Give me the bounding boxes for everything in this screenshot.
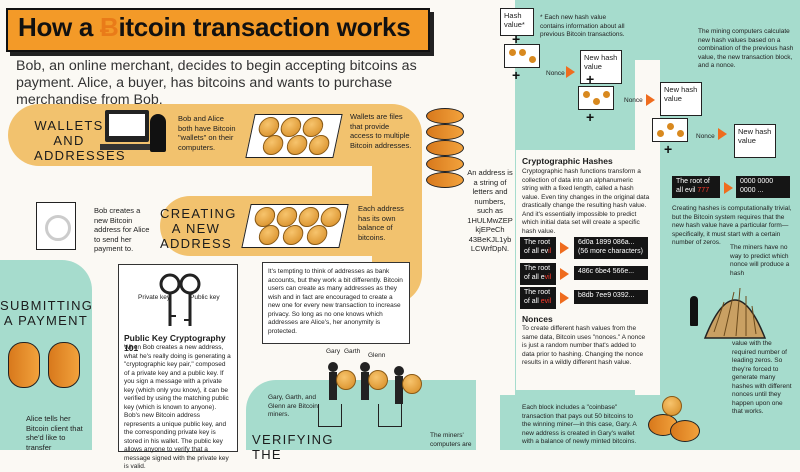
- new-hash-box-3: New hash value: [734, 124, 776, 158]
- hash-example-3-value: b8db 7ee9 0392...: [578, 292, 635, 299]
- zeros-text: Creating hashes is computationally trivi…: [672, 205, 792, 246]
- submitting-label: SUBMITTING A PAYMENT: [0, 298, 94, 328]
- plus-icon-3: +: [586, 71, 595, 87]
- zero-box-red: 777: [697, 186, 710, 194]
- hash-example-1-red: il: [548, 247, 552, 255]
- wallet-file-icon: [245, 114, 343, 158]
- public-key-label: Public key: [190, 294, 220, 301]
- zero-hash-output: 0000 0000 0000 ...: [736, 176, 790, 198]
- new-hash-label-2: New hash value: [664, 85, 698, 103]
- hash-example-1-pre: The root of all ev: [524, 239, 551, 255]
- person-icon: [150, 114, 166, 152]
- hash-example-output-1: 6d0a 1899 086a... (56 more characters): [574, 237, 648, 259]
- intro-text: Bob, an online merchant, decides to begi…: [16, 58, 417, 108]
- searching-person-icon: [690, 296, 698, 326]
- transaction-block-3: [652, 118, 688, 142]
- miner-name-garth: Garth: [344, 348, 361, 355]
- computer-icon: [105, 110, 149, 142]
- document-icon: [36, 202, 76, 250]
- new-hash-box-1: New hash value: [580, 50, 622, 84]
- crypto-heading: Cryptographic Hashes: [522, 156, 613, 166]
- miners-illustration: [318, 358, 428, 438]
- arrow-icon-2: [646, 94, 655, 106]
- hash-example-input-3: The root of all evil: [520, 287, 556, 309]
- hash-example-3-pre: The root of all: [524, 289, 551, 305]
- hash-example-2-red: vil: [544, 273, 552, 281]
- bob-new-address-text: Bob creates a new Bitcoin address for Al…: [94, 206, 150, 253]
- plus-icon-5: +: [664, 141, 673, 157]
- miners-predict-text: The miners have no way to predict which …: [730, 244, 790, 277]
- coin-stack-icon: [426, 108, 466, 188]
- title-pre: How a: [18, 12, 100, 42]
- hash-value-box: Hash value*: [500, 8, 534, 36]
- hash-example-output-2: 486c 6be4 566e...: [574, 266, 648, 280]
- mining-text: The mining computers calculate new hash …: [698, 28, 794, 69]
- zero-hash-input: The root of all evil 777: [672, 176, 720, 198]
- new-address-label: CREATING A NEW ADDRESS: [160, 206, 237, 251]
- pkc-card: [118, 264, 238, 452]
- hash-example-2-pre: The root of all e: [524, 265, 551, 281]
- bob-alice-text: Bob and Alice both have Bitcoin "wallets…: [178, 114, 236, 152]
- pkc-body: When Bob creates a new address, what he'…: [124, 344, 231, 470]
- arrow-icon-4: [560, 242, 569, 254]
- new-hash-box-2: New hash value: [660, 82, 702, 116]
- each-address-text: Each address has its own balance of bitc…: [358, 204, 404, 242]
- verifying-label: VERIFYING THE: [252, 432, 334, 462]
- arrow-icon-5: [560, 268, 569, 280]
- zero-box-pre: The root of all evil: [676, 178, 710, 194]
- keyboard-icon: [100, 144, 154, 150]
- arrow-icon-6: [560, 292, 569, 304]
- coinbase-text: Each block includes a "coinbase" transac…: [522, 404, 637, 445]
- transaction-block-2: [578, 86, 614, 110]
- nonce-label-2: Nonce: [624, 97, 643, 104]
- transaction-block-1: [504, 44, 540, 68]
- hashing-band-right: [660, 0, 800, 450]
- miners-computers-text: The miners' computers are: [430, 432, 472, 448]
- hash-note: * Each new hash value contains informati…: [540, 14, 625, 38]
- wallets-band: [8, 104, 418, 166]
- miner-name-gary: Gary: [326, 348, 341, 355]
- arrow-icon-1: [566, 66, 575, 78]
- page-title: How a Ƀitcoin transaction works: [18, 12, 411, 43]
- hash-example-3-red: evil: [540, 297, 552, 305]
- coin-stack-icon-2: [8, 342, 88, 392]
- plus-icon-2: +: [512, 67, 521, 83]
- private-key-label: Private key: [138, 294, 171, 301]
- hash-example-output-3: b8db 7ee9 0392...: [574, 290, 648, 304]
- anonymity-body: It's tempting to think of addresses as b…: [268, 268, 403, 335]
- bitcoin-symbol: Ƀ: [100, 12, 119, 42]
- title-box: [6, 8, 430, 52]
- miner-name-glenn: Glenn: [368, 352, 386, 359]
- coin-stack-icon-3: [648, 390, 708, 442]
- hash-haystack-icon: [703, 287, 767, 339]
- hash-example-2-value: 486c 6be4 566e...: [578, 268, 635, 275]
- nonce-label-1: Nonce: [546, 70, 565, 77]
- anonymity-card: [262, 262, 410, 344]
- nonces-heading: Nonces: [522, 314, 553, 324]
- hash-example-input-1: The root of all evil: [520, 237, 556, 259]
- plus-icon-4: +: [586, 109, 595, 125]
- hash-example-input-2: The root of all evil: [520, 263, 556, 285]
- nonce-label-3: Nonce: [696, 133, 715, 140]
- miners-text: Gary, Garth, and Glenn are Bitcoin miner…: [268, 394, 318, 418]
- nonces-body: To create different hash values from the…: [522, 325, 646, 366]
- plus-icon-1: +: [512, 31, 521, 47]
- crypto-body: Cryptographic hash functions transform a…: [522, 168, 650, 235]
- hash-example-1-value: 6d0a 1899 086a... (56 more characters): [578, 239, 643, 255]
- new-hash-label-1: New hash value: [584, 53, 618, 71]
- zero-box-hash: 0000 0000 0000 ...: [740, 178, 774, 194]
- wallets-label: WALLETS AND ADDRESSES: [34, 118, 126, 163]
- key-pair-icon: [159, 273, 201, 326]
- title-post: itcoin transaction works: [118, 12, 411, 42]
- pkc-heading: Public Key Cryptography 101: [124, 333, 226, 353]
- alice-text: Alice tells her Bitcoin client that she'…: [26, 414, 83, 452]
- hash-value-label: Hash value*: [504, 11, 525, 29]
- arrow-icon-7: [724, 182, 733, 194]
- arrow-icon-3: [718, 128, 727, 140]
- address-text: An address is a string of letters and nu…: [467, 168, 513, 253]
- wallet-files-text: Wallets are files that provide access to…: [350, 112, 412, 150]
- new-hash-label-3: New hash value: [738, 127, 772, 145]
- wallet-file-icon-2: [241, 204, 349, 248]
- leading-zeros-text: value with the required number of leadin…: [732, 340, 792, 415]
